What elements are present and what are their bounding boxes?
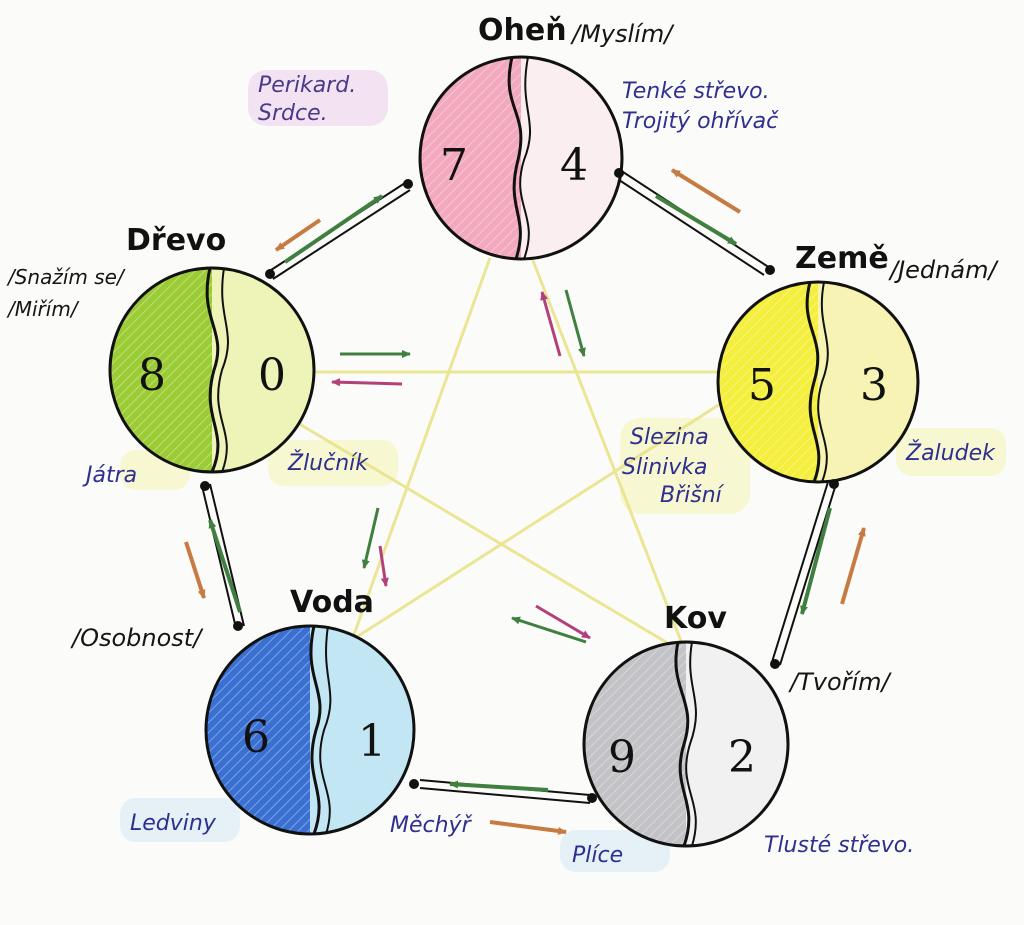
- wood-name: Dřevo: [126, 223, 226, 258]
- water-organ-left-1: Ledviny: [130, 811, 217, 836]
- metal-organ-left-1: Plíce: [572, 843, 623, 868]
- earth-organ-left-2: Slinivka: [622, 455, 708, 480]
- element-fire: 7 4: [418, 55, 624, 261]
- wood-organ-left-1: Játra: [82, 463, 137, 488]
- wood-right-number: 0: [258, 350, 286, 401]
- fire-organ-left-1: Perikard.: [258, 73, 356, 98]
- element-wood: 8 0: [108, 266, 316, 474]
- water-left-number: 6: [242, 712, 270, 763]
- fire-left-number: 7: [440, 140, 468, 191]
- earth-note: /Jednám/: [888, 256, 999, 284]
- element-earth: 5 3: [716, 280, 920, 484]
- earth-name: Země: [795, 241, 889, 276]
- element-water: 6 1: [204, 624, 416, 836]
- fire-right-number: 4: [560, 140, 588, 191]
- water-name: Voda: [290, 585, 374, 620]
- metal-name: Kov: [664, 601, 727, 636]
- wood-note-line-1: /Snažím se/: [6, 265, 126, 289]
- earth-organ-left-1: Slezina: [630, 425, 709, 450]
- earth-left-number: 5: [748, 360, 776, 411]
- wood-note-line-2: /Miřím/: [6, 297, 80, 321]
- earth-organ-right-1: Žaludek: [905, 440, 996, 466]
- metal-organ-right-1: Tlusté střevo.: [764, 833, 914, 858]
- element-metal: 9 2: [582, 640, 790, 848]
- wood-organ-right-1: Žlučník: [287, 450, 369, 476]
- water-organ-right-1: Měchýř: [390, 813, 473, 838]
- organ-labels: Perikard. Srdce. Tenké střevo. Trojitý o…: [82, 73, 996, 868]
- metal-right-number: 2: [728, 732, 756, 783]
- star-arrows: [331, 289, 591, 644]
- cycle-nodes: [200, 168, 839, 803]
- earth-organ-left-3: Břišní: [660, 483, 725, 508]
- earth-right-number: 3: [860, 360, 888, 411]
- fire-name: Oheň: [478, 13, 567, 48]
- water-note: /Osobnost/: [70, 624, 204, 652]
- fire-note: /Myslím/: [570, 20, 675, 48]
- water-right-number: 1: [358, 716, 386, 767]
- metal-note: /Tvořím/: [788, 668, 893, 696]
- fire-organ-right-1: Tenké střevo.: [622, 79, 770, 104]
- fire-organ-right-2: Trojitý ohřívač: [622, 109, 779, 134]
- metal-left-number: 9: [608, 732, 636, 783]
- cycle-arrows: [184, 168, 866, 835]
- wood-left-number: 8: [138, 350, 166, 401]
- highlighter-marks: [120, 70, 1006, 872]
- fire-organ-left-2: Srdce.: [258, 101, 328, 126]
